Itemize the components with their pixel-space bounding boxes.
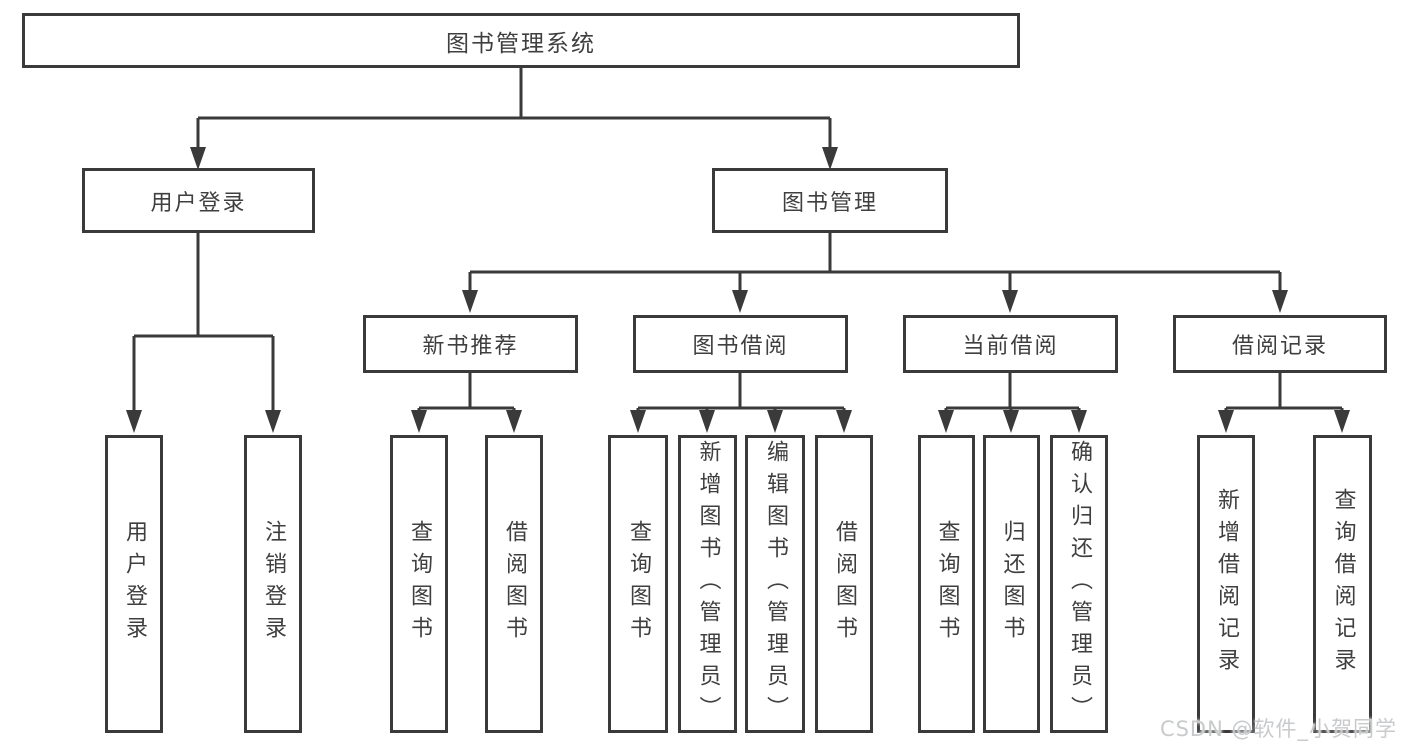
- leaf-logout: 注销登录: [244, 435, 302, 733]
- leaf-user-login: 用户登录: [105, 435, 163, 733]
- node-book-borrowing: 图书借阅: [633, 315, 848, 373]
- node-current-borrowing: 当前借阅: [903, 315, 1118, 373]
- leaf-borrowing-borrow-books: 借阅图书: [815, 435, 873, 733]
- arrowheads: [126, 147, 1350, 433]
- leaf-borrowing-add-books-admin: 新增图书（管理员）: [678, 435, 737, 733]
- leaf-recommend-query-books: 查询图书: [390, 435, 448, 733]
- leaf-current-confirm-return-admin: 确认归还（管理员）: [1050, 435, 1108, 733]
- leaf-records-query-record: 查询借阅记录: [1313, 435, 1372, 733]
- leaf-current-return-books: 归还图书: [983, 435, 1040, 733]
- node-new-book-recommendation: 新书推荐: [363, 315, 578, 373]
- csdn-watermark: CSDN @软件_小贺同学: [1159, 717, 1397, 741]
- leaf-borrowing-edit-books-admin: 编辑图书（管理员）: [745, 435, 805, 733]
- node-borrowing-records: 借阅记录: [1173, 315, 1387, 373]
- leaf-records-add-record: 新增借阅记录: [1197, 435, 1255, 733]
- node-book-management: 图书管理: [712, 168, 948, 233]
- node-user-login: 用户登录: [82, 168, 315, 233]
- node-root: 图书管理系统: [22, 13, 1020, 68]
- leaf-recommend-borrow-books: 借阅图书: [485, 435, 543, 733]
- leaf-borrowing-query-books: 查询图书: [608, 435, 668, 733]
- leaf-current-query-books: 查询图书: [918, 435, 975, 733]
